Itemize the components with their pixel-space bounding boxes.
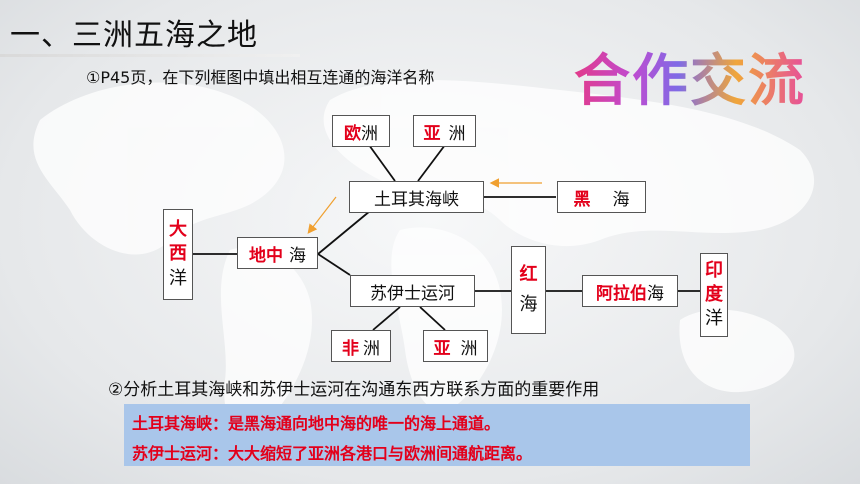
fill-asia-bottom: 亚 bbox=[433, 338, 451, 359]
title-underline bbox=[0, 54, 300, 57]
answer-panel: 土耳其海峡：是黑海通向地中海的唯一的海上通道。 苏伊士运河：大大缩短了亚洲各港口… bbox=[124, 404, 750, 466]
fill-indian-1: 印 bbox=[705, 259, 723, 281]
box-black-sea: 黑海 bbox=[557, 181, 646, 213]
box-asia-bottom: 亚洲 bbox=[423, 330, 488, 362]
fill-indian-2: 度 bbox=[705, 283, 723, 305]
cooperation-watermark: 合作交流 bbox=[574, 36, 806, 117]
box-arabian-sea: 阿拉伯海 bbox=[582, 275, 678, 307]
box-africa: 非洲 bbox=[331, 330, 391, 362]
box-asia-top: 亚洲 bbox=[413, 115, 476, 147]
box-suez-canal: 苏伊士运河 bbox=[350, 275, 475, 307]
question-2: ②分析土耳其海峡和苏伊士运河在沟通东西方联系方面的重要作用 bbox=[108, 380, 600, 400]
box-mediterranean: 地中海 bbox=[237, 237, 318, 269]
box-indian-ocean: 印 度 洋 bbox=[700, 253, 728, 337]
arrow-to-mediterranean bbox=[307, 196, 337, 234]
fill-atlantic-1: 大 bbox=[169, 219, 187, 241]
fill-black-sea: 黑 bbox=[573, 189, 591, 210]
box-atlantic: 大 西 洋 bbox=[163, 209, 193, 300]
fill-arabian-sea: 阿拉伯 bbox=[596, 283, 647, 304]
fill-europe: 欧 bbox=[344, 123, 361, 144]
fill-red-sea: 红 bbox=[519, 263, 538, 285]
fill-asia-top: 亚 bbox=[423, 123, 441, 144]
fill-atlantic-2: 西 bbox=[169, 243, 187, 265]
box-europe: 欧洲 bbox=[332, 115, 390, 147]
box-red-sea: 红 海 bbox=[511, 246, 546, 334]
fill-mediterranean: 地中 bbox=[249, 245, 283, 266]
answer-turkish-straits: 土耳其海峡：是黑海通向地中海的唯一的海上通道。 bbox=[132, 414, 501, 433]
answer-suez-canal: 苏伊士运河：大大缩短了亚洲各港口与欧洲间通航距离。 bbox=[132, 444, 533, 463]
question-1: ①P45页，在下列框图中填出相互连通的海洋名称 bbox=[86, 68, 435, 87]
page-title: 一、三洲五海之地 bbox=[10, 18, 258, 53]
fill-africa: 非 bbox=[342, 338, 359, 359]
box-turkish-straits: 土耳其海峡 bbox=[349, 181, 484, 213]
